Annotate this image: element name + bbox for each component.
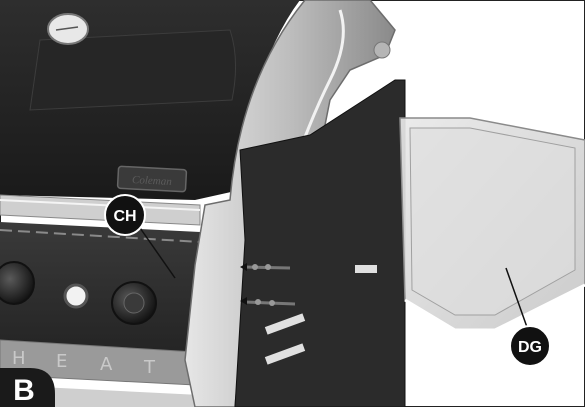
handle-highlight	[0, 199, 201, 211]
heat-letter-e: E	[56, 351, 67, 372]
end-cap-hole	[373, 41, 391, 59]
thermometer-needle	[55, 26, 79, 31]
burner-knob-left-icon	[0, 261, 35, 305]
lid-top-panel	[29, 29, 237, 111]
frame-slot	[355, 265, 377, 273]
callout-ch-label: CH	[113, 208, 136, 225]
end-cap-highlight	[268, 9, 345, 191]
frame-slot	[264, 313, 306, 335]
brand-logo-plate	[116, 165, 188, 193]
callout-dg-label: DG	[518, 339, 542, 356]
tray-front-lip	[404, 283, 585, 332]
callout-dg-leader	[505, 267, 529, 331]
heat-letter-t: T	[143, 357, 156, 378]
callout-dg-badge	[509, 325, 551, 367]
step-label-tab	[0, 368, 55, 407]
heat-letter-h: H	[12, 348, 26, 369]
callout-ch-leader	[137, 224, 176, 279]
bolt-lower-icon	[240, 297, 296, 306]
bolt-upper-icon	[240, 263, 291, 271]
callout-ch-badge	[104, 194, 146, 236]
panel-seam	[0, 229, 201, 243]
control-panel	[0, 222, 200, 355]
step-label: B	[13, 374, 35, 407]
grill-side-end-cap	[184, 0, 396, 407]
tray-inner	[409, 127, 576, 316]
heat-letter-a: A	[100, 354, 113, 375]
brand-logo-text: Coleman	[132, 174, 173, 188]
frame-slot	[264, 343, 306, 365]
igniter-button-icon	[63, 283, 89, 309]
knob-center	[123, 292, 145, 314]
